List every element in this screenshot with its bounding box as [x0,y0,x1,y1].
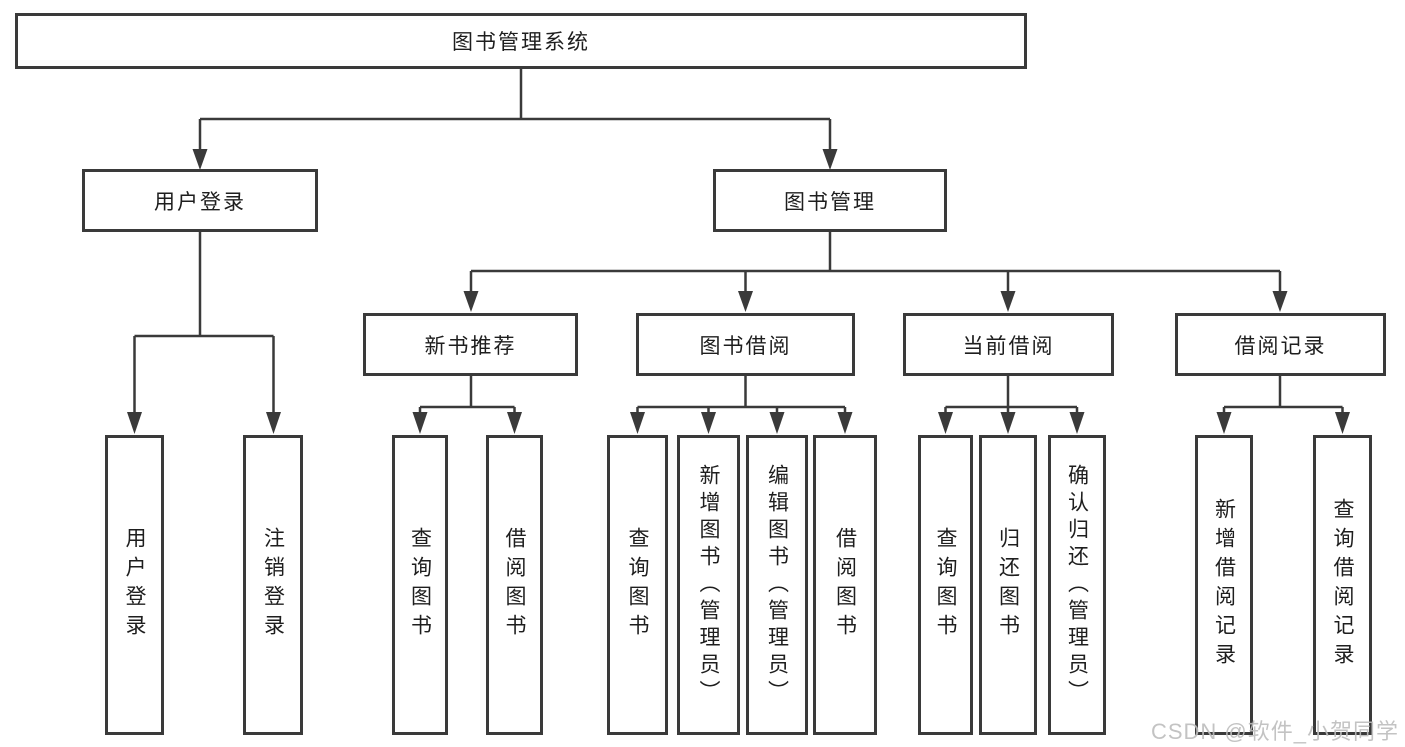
arrowhead-book-borrow [738,291,753,312]
arrowhead-borrow-records [1272,291,1288,312]
node-current-borrowing: 当前借阅 [903,313,1114,376]
leaf-current-return: 归还图书 [979,435,1037,735]
node-root-system: 图书管理系统 [15,13,1027,69]
connector-newbooks-to-leaves [418,376,516,414]
connector-currentborrow-to-leaves [944,376,1079,414]
connector-userlogin-to-leaves [133,232,275,413]
node-book-borrowing: 图书借阅 [636,313,855,376]
arrowhead-leaf-cur-confirm [1069,412,1085,434]
arrowhead-leaf-rec-query [1335,412,1350,434]
arrowhead-leaf-user-logout [266,412,281,434]
leaf-borrow-borrow: 借阅图书 [813,435,877,735]
leaf-borrow-query: 查询图书 [607,435,668,735]
node-new-book-recommend: 新书推荐 [363,313,578,376]
connector-bookmgmt-to-level3 [469,232,1282,294]
arrowhead-leaf-rec-add [1216,412,1232,434]
connector-records-to-leaves [1222,376,1344,414]
arrowhead-leaf-new-borrow [507,412,522,434]
csdn-watermark: CSDN @软件_小贺同学 [1150,719,1399,744]
leaf-current-confirm-admin: 确认归还（管理员） [1048,435,1106,735]
arrowhead-current-borrow [1000,291,1016,312]
arrowhead-leaf-cur-return [1000,412,1016,434]
leaf-records-add: 新增借阅记录 [1195,435,1253,735]
connector-bookborrow-to-leaves [636,376,847,414]
leaf-records-query: 查询借阅记录 [1313,435,1372,735]
arrowhead-leaf-user-login [127,412,142,434]
arrowhead-leaf-bor-edit [769,412,785,434]
node-book-management: 图书管理 [713,169,947,232]
node-borrowing-records: 借阅记录 [1175,313,1386,376]
node-user-login: 用户登录 [82,169,318,232]
arrowhead-new-books [463,291,479,312]
arrowhead-book-mgmt [822,149,838,170]
arrowhead-leaf-bor-query [630,412,645,434]
arrowhead-user-login [192,149,208,170]
arrowhead-leaf-cur-query [938,412,953,434]
leaf-newbooks-query: 查询图书 [392,435,448,735]
leaf-current-query: 查询图书 [918,435,973,735]
arrowhead-leaf-bor-borrow [837,412,853,434]
leaf-newbooks-borrow: 借阅图书 [486,435,543,735]
arrowhead-leaf-bor-add [701,412,716,434]
leaf-user-login: 用户登录 [105,435,164,735]
leaf-user-logout: 注销登录 [243,435,303,735]
leaf-borrow-add-admin: 新增图书（管理员） [677,435,740,735]
arrowhead-leaf-new-query [412,412,428,434]
leaf-borrow-edit-admin: 编辑图书（管理员） [746,435,808,735]
connector-root-to-level2 [198,69,832,152]
